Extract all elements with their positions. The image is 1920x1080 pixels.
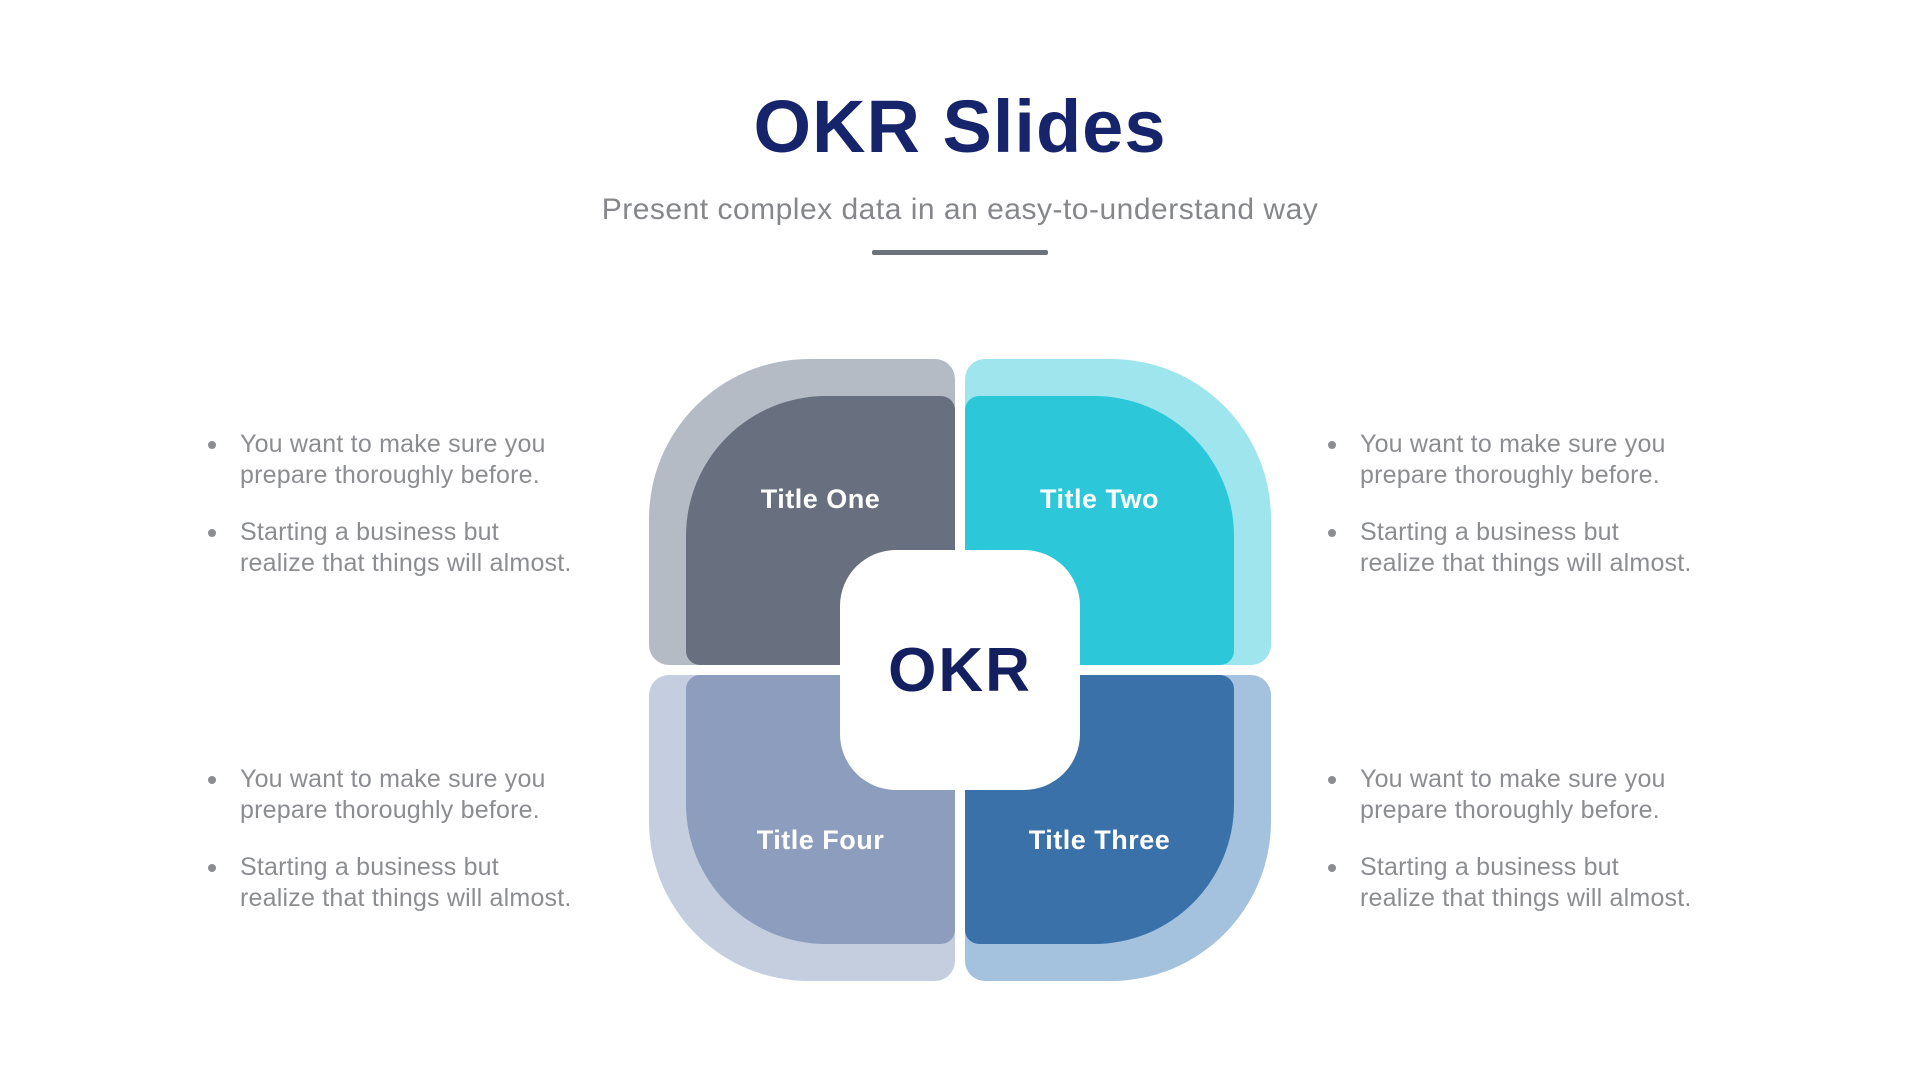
bullet-dot-icon	[208, 529, 216, 537]
list-item: You want to make sure you prepare thorou…	[208, 429, 580, 491]
bullet-dot-icon	[208, 441, 216, 449]
bullet-dot-icon	[1328, 776, 1336, 784]
quadrant-three-label: Title Three	[1028, 825, 1171, 855]
bullet-dot-icon	[1328, 441, 1336, 449]
bullet-text: Starting a business but realize that thi…	[1360, 518, 1692, 577]
bullet-text: You want to make sure you prepare thorou…	[240, 430, 546, 489]
bullet-text: You want to make sure you prepare thorou…	[240, 765, 546, 824]
okr-center-label: OKR	[888, 635, 1032, 705]
bullet-dot-icon	[208, 864, 216, 872]
quadrant-title-one: Title One	[649, 359, 955, 665]
bullet-dot-icon	[208, 776, 216, 784]
bullet-text: You want to make sure you prepare thorou…	[1360, 765, 1666, 824]
bullet-text: You want to make sure you prepare thorou…	[1360, 430, 1666, 489]
bullet-dot-icon	[1328, 529, 1336, 537]
list-item: You want to make sure you prepare thorou…	[1328, 764, 1700, 826]
list-item: You want to make sure you prepare thorou…	[208, 764, 580, 826]
quadrant-four-label: Title Four	[756, 825, 885, 855]
list-item: Starting a business but realize that thi…	[208, 517, 580, 579]
page-title: OKR Slides	[753, 85, 1167, 168]
subtitle-divider	[872, 250, 1048, 255]
list-item: Starting a business but realize that thi…	[1328, 517, 1700, 579]
bullet-block-top-right: You want to make sure you prepare thorou…	[1328, 429, 1700, 579]
bullet-text: Starting a business but realize that thi…	[1360, 853, 1692, 912]
page-subtitle: Present complex data in an easy-to-under…	[601, 193, 1319, 226]
okr-quadrant-diagram: Title One Title Two Title Three Title Fo…	[649, 359, 1271, 981]
list-item: Starting a business but realize that thi…	[1328, 852, 1700, 914]
okr-center-box: OKR	[840, 550, 1080, 790]
quadrant-two-label: Title Two	[1040, 484, 1159, 514]
bullet-block-top-left: You want to make sure you prepare thorou…	[208, 429, 580, 579]
list-item: Starting a business but realize that thi…	[208, 852, 580, 914]
bullet-block-bottom-right: You want to make sure you prepare thorou…	[1328, 764, 1700, 914]
bullet-text: Starting a business but realize that thi…	[240, 518, 572, 577]
bullet-text: Starting a business but realize that thi…	[240, 853, 572, 912]
bullet-dot-icon	[1328, 864, 1336, 872]
quadrant-one-label: Title One	[760, 484, 881, 514]
bullet-block-bottom-left: You want to make sure you prepare thorou…	[208, 764, 580, 914]
list-item: You want to make sure you prepare thorou…	[1328, 429, 1700, 491]
